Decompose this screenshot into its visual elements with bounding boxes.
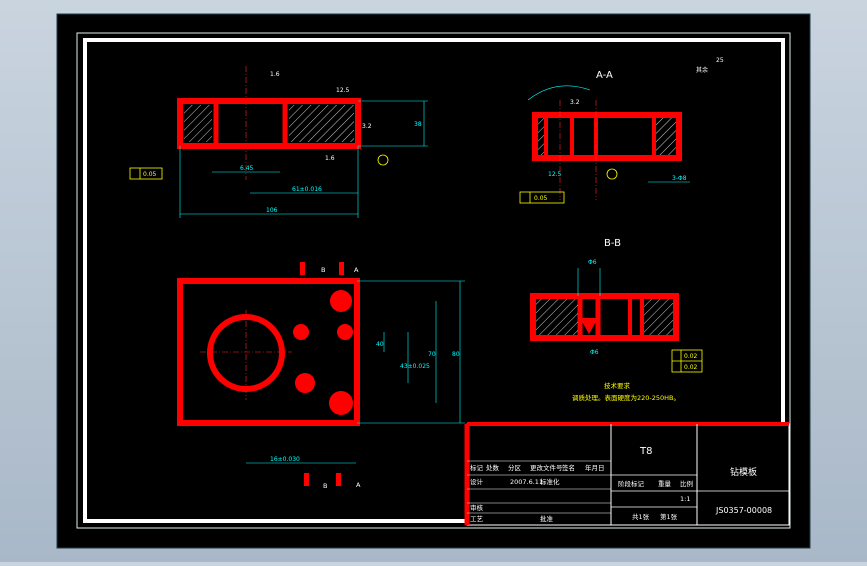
material: T8: [639, 446, 652, 457]
notes-line-1: 调质处理。表面硬度为220-250HB。: [572, 393, 680, 402]
dim-top-small: 6.45: [240, 165, 254, 172]
dim-aa-right: 3-Φ8: [672, 175, 687, 182]
bb-label: B-B: [604, 238, 621, 249]
section-mark-a-top: A: [354, 266, 359, 274]
std-label: 标准化: [540, 477, 560, 486]
dim-plan-bottom: 16±0.030: [270, 456, 300, 463]
tol-flatness-top: 0.05: [143, 171, 157, 178]
dim-top-overall: 106: [266, 207, 278, 214]
tol-perp-bb-2: 0.02: [684, 364, 698, 371]
hole-3: [293, 324, 309, 340]
approve-label: 批准: [540, 514, 554, 523]
corner-roughness-label: 其余: [696, 66, 708, 74]
th-date: 年月日: [585, 463, 605, 472]
roughness-5: 3.2: [570, 99, 580, 106]
tol-flatness-aa: 0.05: [534, 195, 548, 202]
dim-plan-h3: 80: [452, 351, 460, 358]
th-zone: 分区: [508, 463, 522, 472]
dim-top-mid: 61±0.016: [292, 186, 322, 193]
front-section-view: 106 61±0.016 6.45 38 1.6 12.5 1.6 3.2 0.…: [129, 66, 428, 218]
inner-frame: [83, 38, 785, 523]
design-date: 2007.6.11: [510, 478, 543, 486]
dim-plan-v1: 43±0.025: [400, 363, 430, 370]
hole-1: [330, 290, 352, 312]
corner-roughness-value: 25: [716, 57, 724, 64]
roughness-2: 12.5: [336, 87, 350, 94]
dim-bb-hole: Φ6: [590, 349, 599, 356]
main-bore: [207, 314, 285, 392]
design-label: 设计: [470, 477, 484, 486]
section-mark-b-top: B: [321, 266, 325, 274]
sheet-number: 第1张: [660, 512, 678, 521]
dim-plan-h2: 70: [428, 351, 436, 358]
roughness-1: 1.6: [270, 71, 280, 78]
hole-2: [337, 324, 353, 340]
dim-aa-left: 12.5: [548, 171, 562, 178]
process-label: 工艺: [470, 515, 484, 523]
dim-right-height: 38: [414, 121, 422, 128]
sheets-total: 共1张: [632, 512, 650, 521]
th-sign: 签名: [562, 463, 575, 472]
aa-label: A-A: [596, 70, 613, 81]
roughness-4: 3.2: [362, 123, 372, 130]
drawing-number: JS0357-00008: [715, 506, 772, 515]
part-name: 钻模板: [730, 466, 757, 478]
dim-plan-h1: 40: [376, 341, 384, 348]
outer-frame: [76, 32, 791, 529]
bb-section-view: B-B Φ6 Φ6 0.02 0.02 技术要求 调质处理。表面硬度为220-2…: [530, 238, 703, 402]
th-change-no: 更改文件号: [530, 463, 563, 472]
section-mark-b-bottom: B: [323, 482, 327, 490]
hole-5: [329, 391, 353, 415]
aa-section-view: A-A 其余 25 12.5 3-Φ8 3.2 0.05: [519, 57, 724, 204]
tol-perp-bb-1: 0.02: [684, 353, 698, 360]
section-mark-a-bottom: A: [356, 481, 361, 489]
hole-4: [295, 373, 315, 393]
weight-label: 重量: [658, 480, 672, 488]
title-block: T8 钻模板 JS0357-00008 标记 处数 分区 更改文件号 签名 年月…: [464, 422, 790, 526]
scale-label: 比例: [680, 479, 693, 488]
th-count: 处数: [486, 463, 500, 472]
roughness-3: 1.6: [325, 155, 335, 162]
dim-bb-top: Φ6: [588, 259, 597, 266]
plan-view: B A B A 80 70 43±0.025 40 16±0.030: [177, 262, 465, 490]
stage-label: 阶段标记: [618, 479, 645, 488]
th-mark: 标记: [470, 463, 484, 472]
review-label: 审核: [470, 503, 484, 512]
datum-marker: [377, 154, 389, 166]
scale-value: 1:1: [680, 495, 690, 503]
notes-title: 技术要求: [604, 381, 631, 390]
